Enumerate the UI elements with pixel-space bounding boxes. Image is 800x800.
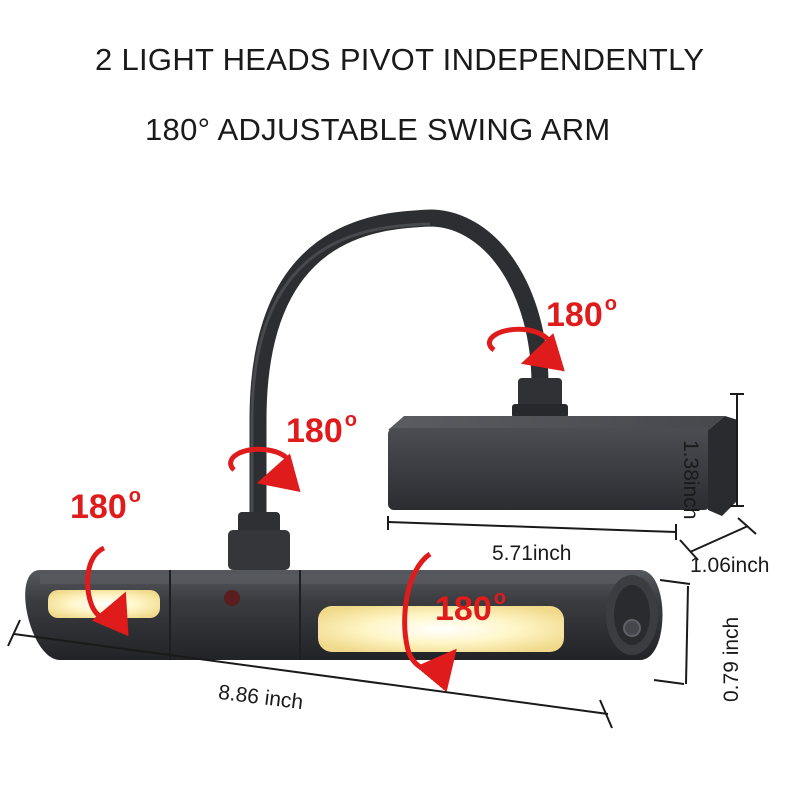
rotation-arrow-icon [85, 326, 565, 693]
dimension-mount-height: 1.38inch [679, 440, 702, 520]
swing-arm [249, 209, 549, 529]
sensor-dot [224, 590, 240, 606]
lower-joint [238, 512, 280, 534]
headline-swing-arm: 180° ADJUSTABLE SWING ARM [145, 112, 611, 147]
dimension-mount-depth: 1.06inch [690, 554, 770, 577]
upper-joint [518, 378, 562, 412]
dimension-lines [7, 393, 757, 729]
power-switch [623, 619, 641, 637]
led-strip-right [318, 606, 564, 652]
mounting-box [388, 416, 738, 516]
dimension-mount-width: 5.71inch [492, 542, 572, 565]
dimension-bar-diameter: 0.79 inch [720, 616, 743, 702]
led-strip-left [48, 590, 160, 618]
headline-pivot: 2 LIGHT HEADS PIVOT INDEPENDENTLY [95, 42, 705, 77]
